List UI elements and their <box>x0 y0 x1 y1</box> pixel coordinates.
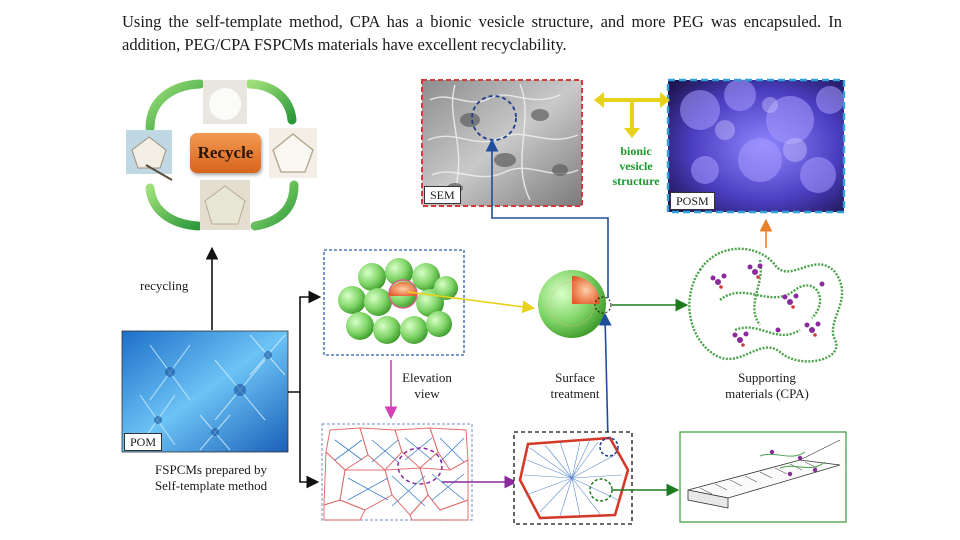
posm-tag: POSM <box>670 192 715 210</box>
vesicle-cluster-panel <box>323 249 465 356</box>
elevation-label: Elevation view <box>392 370 462 402</box>
surface-label: Surface treatment <box>540 370 610 402</box>
supporting-label-line2: materials (CPA) <box>725 386 809 401</box>
recycle-cycle <box>126 79 317 231</box>
cluster-to-vesicle-arrow <box>407 291 536 314</box>
surface-label-line2: treatment <box>550 386 600 401</box>
sem-tag: SEM <box>424 186 461 204</box>
elevation-grid-panel <box>321 423 473 521</box>
supporting-label-line1: Supporting <box>738 370 796 385</box>
cpa-molecules <box>710 263 825 343</box>
bionic-label: bionic vesicle structure <box>604 144 668 189</box>
bionic-connector <box>594 92 670 138</box>
pom-image <box>121 330 289 453</box>
bionic-label-line3: structure <box>612 174 660 188</box>
recycle-label: Recycle <box>190 133 261 173</box>
header-text: Using the self-template method, CPA has … <box>122 12 842 54</box>
cpa-network <box>688 247 844 363</box>
vesicle-to-sem-arrow <box>485 138 609 298</box>
elevation-label-line2: view <box>414 386 440 401</box>
bionic-label-line1: bionic <box>620 144 652 158</box>
pom-to-vesicle-arrow <box>288 290 322 393</box>
posm-image <box>666 78 846 214</box>
lamella-panel <box>679 431 847 523</box>
fspcms-label: FSPCMs prepared by Self-template method <box>126 462 296 494</box>
grain-to-vesicle-arrow <box>598 312 612 441</box>
single-grain-panel <box>513 431 633 525</box>
fspcms-label-line1: FSPCMs prepared by <box>155 462 267 477</box>
pom-to-elevation-arrow <box>299 392 320 489</box>
single-vesicle <box>538 270 612 338</box>
pom-tag: POM <box>124 433 163 451</box>
elevation-label-line1: Elevation <box>402 370 452 385</box>
surface-label-line1: Surface <box>555 370 595 385</box>
recycling-label: recycling <box>140 278 189 293</box>
fspcms-label-line2: Self-template method <box>154 478 268 493</box>
sem-image <box>421 79 583 207</box>
supporting-label: Supporting materials (CPA) <box>712 370 822 402</box>
bionic-label-line2: vesicle <box>619 159 653 173</box>
